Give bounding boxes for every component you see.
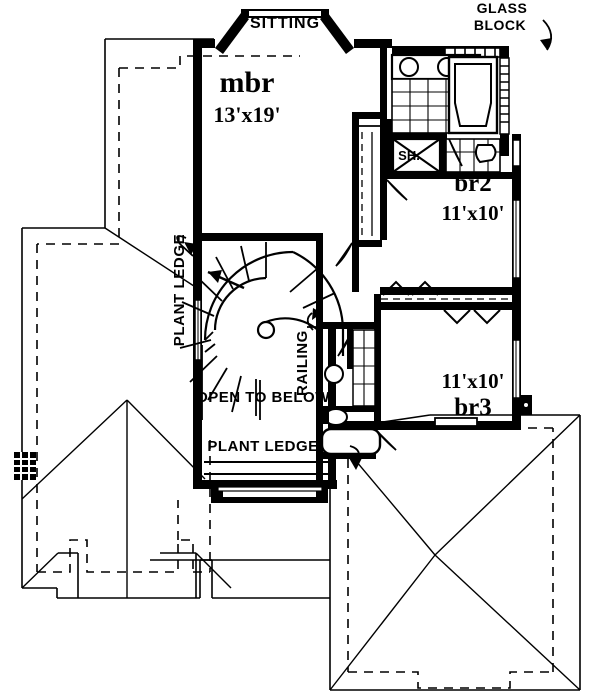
- toilet-tank: [323, 408, 329, 424]
- annotation-plant-ledge-vertical: PLANT LEDGE: [171, 234, 188, 346]
- shower-drain-x: [392, 138, 441, 173]
- annotation-labels: SITTING GLASS BLOCK SH. PLANT LEDGE RAIL…: [171, 0, 527, 455]
- chimney-hatch: [14, 452, 36, 480]
- annotation-glass-block-line1: GLASS: [477, 0, 528, 16]
- leader-arrows: [176, 19, 553, 470]
- bathtub-basin: [454, 63, 492, 127]
- annotation-shower: SH.: [398, 148, 420, 163]
- annotation-sitting: SITTING: [250, 15, 320, 32]
- roof-overlay: [21, 38, 581, 691]
- doors-and-closets: [335, 125, 532, 451]
- room-label-mbr: mbr: [220, 66, 275, 99]
- annotation-glass-block-line2: BLOCK: [474, 17, 526, 33]
- sink-left-icon: [399, 57, 419, 77]
- annotation-plant-ledge-horizontal: PLANT LEDGE: [207, 438, 318, 455]
- sink-bath2-icon: [324, 364, 344, 384]
- annotation-open-to-below: OPEN TO BELOW: [196, 389, 330, 406]
- room-dim-mbr: 13'x19': [213, 102, 280, 127]
- bathtub-bath2: [320, 427, 382, 456]
- room-dim-br2: 11'x10': [441, 201, 504, 225]
- stair-newel: [256, 320, 276, 340]
- room-label-br2: br2: [454, 170, 492, 197]
- roof-eave-dashed: [36, 55, 554, 689]
- curved-staircase: [179, 242, 345, 420]
- plant-ledge-lines: [204, 461, 328, 475]
- bath2-fixtures: [320, 329, 382, 456]
- window-mullions: [197, 200, 517, 398]
- annotation-railing: RAILING: [294, 330, 311, 396]
- master-bath-fixtures: [390, 53, 501, 174]
- toilet-master: [474, 144, 497, 164]
- room-dim-br3: 11'x10': [441, 369, 504, 393]
- room-label-br3: br3: [454, 394, 492, 421]
- room-labels: mbr 13'x19' br2 11'x10' br3 11'x10': [213, 66, 504, 421]
